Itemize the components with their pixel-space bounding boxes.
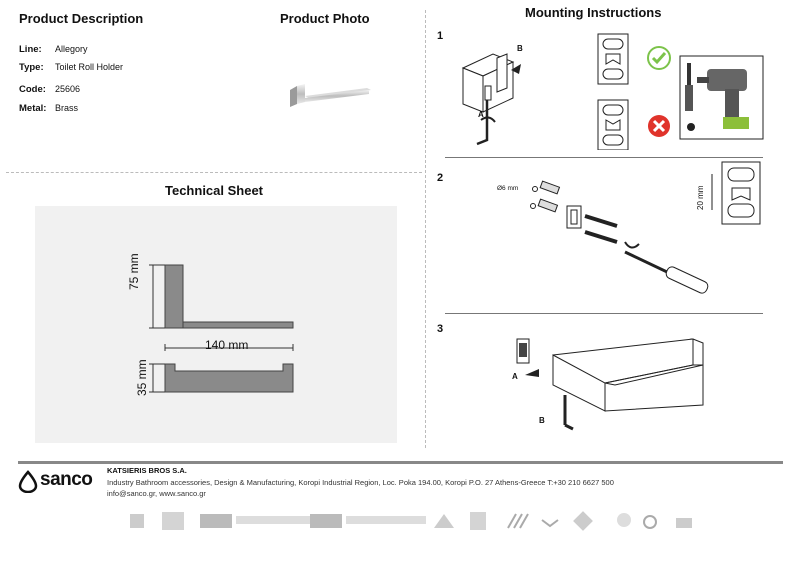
- certification-logos: [130, 511, 692, 531]
- step-1-plates: [597, 33, 629, 150]
- dim-width-label: 140 mm: [205, 338, 249, 352]
- mounting-title: Mounting Instructions: [525, 5, 662, 20]
- brand-name: sanco: [40, 469, 93, 490]
- drill-size-label: Ø6 mm: [497, 185, 519, 192]
- dim-height-label: 75 mm: [127, 253, 141, 290]
- spacing-label: 20 mm: [696, 185, 705, 210]
- cross-icon: [648, 115, 670, 137]
- technical-sheet-title: Technical Sheet: [165, 183, 264, 198]
- product-photo: [290, 84, 371, 107]
- step-3-illustration: [516, 338, 704, 431]
- sanco-logo-icon: [18, 470, 38, 493]
- check-icon: [647, 46, 671, 70]
- technical-drawing: [149, 264, 294, 393]
- step-1-label-a: A: [478, 110, 484, 119]
- drill-screwdriver-icon: [679, 55, 764, 140]
- step-3-number: 3: [437, 323, 444, 335]
- step-1-number: 1: [437, 30, 444, 42]
- company-address: Industry Bathroom accessories, Design & …: [107, 478, 614, 487]
- dim-depth-label: 35 mm: [135, 359, 149, 396]
- footer-rule: [18, 461, 783, 464]
- step-1-illustration: [461, 53, 521, 146]
- product-description-title: Product Description: [19, 11, 144, 26]
- step-2-number: 2: [437, 172, 444, 184]
- spec-code: Code:25606: [19, 84, 81, 95]
- company-name: KATSIERIS BROS S.A.: [107, 466, 187, 475]
- company-contact: info@sanco.gr, www.sanco.gr: [107, 489, 206, 498]
- spec-metal: Metal:Brass: [19, 103, 79, 114]
- product-photo-title: Product Photo: [280, 11, 370, 26]
- step-2-illustration: [530, 180, 709, 294]
- step-1-label-b: B: [517, 44, 523, 53]
- spec-line: Line:Allegory: [19, 44, 88, 55]
- spec-type: Type:Toilet Roll Holder: [19, 62, 124, 73]
- step-3-label-a: A: [512, 372, 518, 381]
- step-3-label-b: B: [539, 416, 545, 425]
- step-2-plate: [711, 161, 761, 225]
